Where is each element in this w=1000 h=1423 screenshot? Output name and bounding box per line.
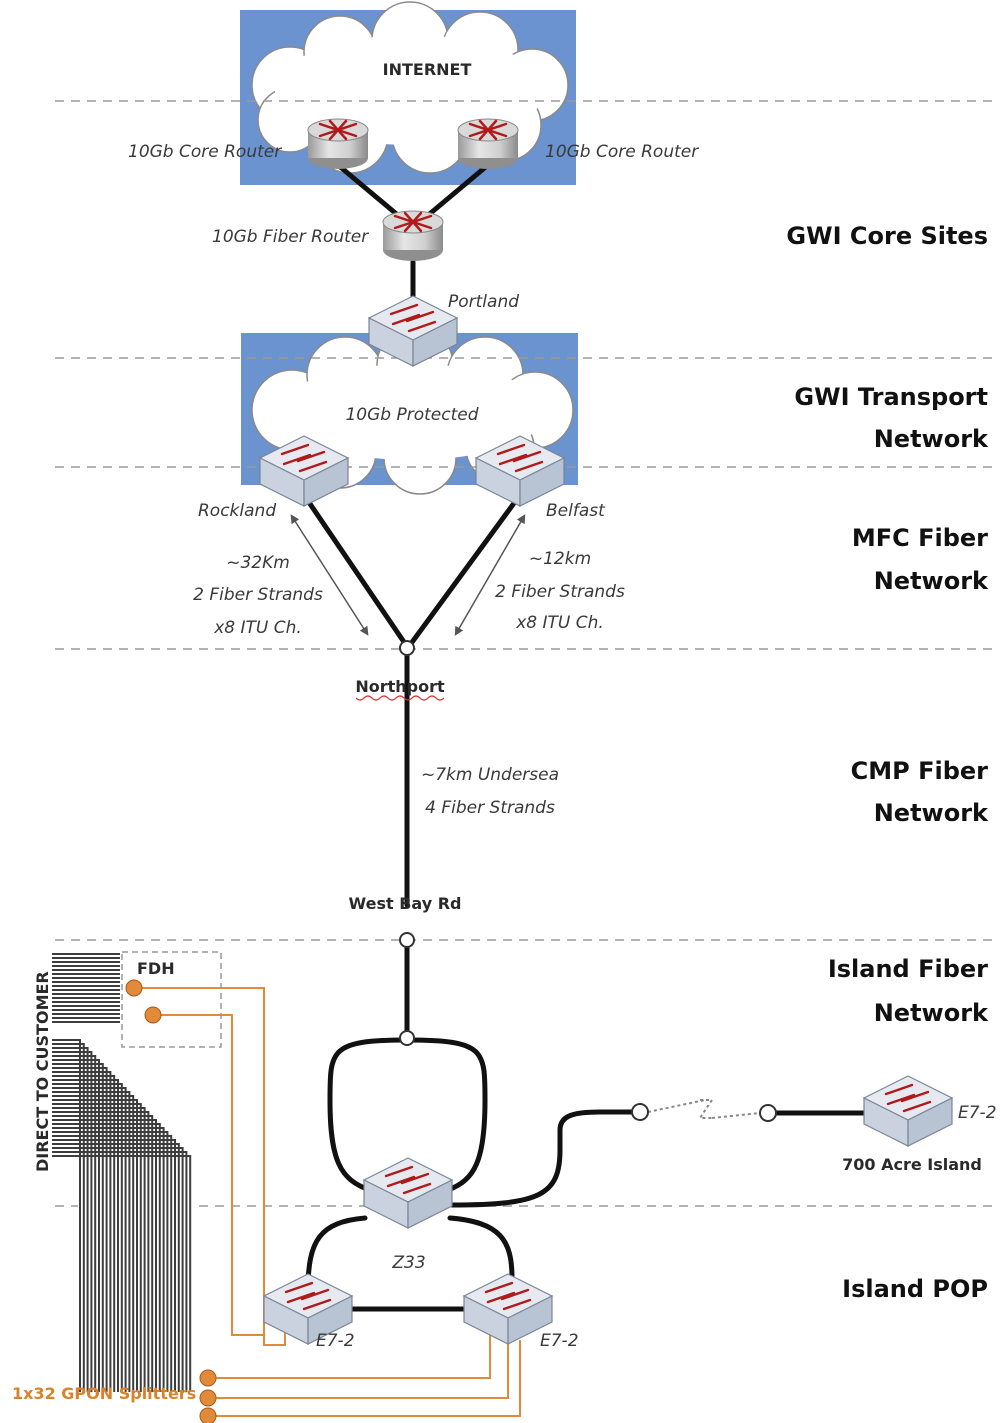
router-arrows-icon <box>318 119 358 141</box>
acre-island-label: 700 Acre Island <box>842 1155 982 1174</box>
switch-arrows-icon <box>484 1281 532 1311</box>
fiber-router-label: 10Gb Fiber Router <box>212 227 369 247</box>
section-core-sites: GWI Core Sites <box>786 222 988 250</box>
orange-connectors <box>125 979 217 1423</box>
router-arrows-icon <box>468 119 508 141</box>
switch-arrows-icon <box>884 1083 932 1113</box>
customer-fiber-bundle <box>52 952 196 1392</box>
protected-label: 10Gb Protected <box>345 405 478 425</box>
direct-to-customer-label: DIRECT TO CUSTOMER <box>33 971 52 1172</box>
core-router-left-icon <box>307 118 369 169</box>
switch-arrows-icon <box>284 1281 332 1311</box>
right-strands-label: 2 Fiber Strands <box>495 582 625 602</box>
fdh-box <box>121 951 222 1048</box>
island-e72-switch-icon <box>862 1075 954 1147</box>
rockland-label: Rockland <box>198 501 276 521</box>
switch-arrows-icon <box>496 443 544 473</box>
section-transport-line2: Network <box>874 425 989 453</box>
e72-right-switch-icon <box>462 1273 554 1345</box>
section-cmp-line1: CMP Fiber <box>851 757 989 785</box>
section-transport-line1: GWI Transport <box>794 383 988 411</box>
undersea-label: ~7km Undersea <box>421 765 559 785</box>
belfast-switch-icon <box>474 435 566 507</box>
fiber-router-icon <box>382 210 444 261</box>
distance-arrows <box>290 514 526 636</box>
west-bay-label: West Bay Rd <box>349 894 462 913</box>
right-distance-label: ~12km <box>529 549 591 569</box>
rockland-switch-icon <box>258 435 350 507</box>
e72-left-switch-icon <box>262 1273 354 1345</box>
junction-nodes <box>399 640 777 1122</box>
core-router-left-label: 10Gb Core Router <box>128 142 282 162</box>
switch-arrows-icon <box>384 1165 432 1195</box>
section-mfc-line1: MFC Fiber <box>852 524 988 552</box>
left-distance-label: ~32Km <box>226 553 290 573</box>
left-strands-label: 2 Fiber Strands <box>193 585 323 605</box>
gpon-label: 1x32 GPON Splitters <box>12 1384 196 1403</box>
section-island-fiber-line2: Network <box>874 999 989 1027</box>
core-router-right-label: 10Gb Core Router <box>545 142 699 162</box>
left-channels-label: x8 ITU Ch. <box>213 618 302 638</box>
switch-arrows-icon <box>280 443 328 473</box>
switch-arrows-icon <box>389 303 437 333</box>
e72-left-label: E7-2 <box>316 1331 355 1351</box>
right-channels-label: x8 ITU Ch. <box>515 613 604 633</box>
e72-island-label: E7-2 <box>958 1103 997 1123</box>
section-cmp-line2: Network <box>874 799 989 827</box>
core-router-right-icon <box>457 118 519 169</box>
z33-switch-icon <box>362 1157 454 1229</box>
router-arrows-icon <box>393 211 433 233</box>
portland-label: Portland <box>448 292 519 312</box>
e72-right-label: E7-2 <box>540 1331 579 1351</box>
fdh-label: FDH <box>137 959 175 978</box>
belfast-label: Belfast <box>546 501 606 521</box>
internet-label: INTERNET <box>383 60 472 79</box>
section-island-pop: Island POP <box>842 1275 988 1303</box>
section-mfc-line2: Network <box>874 567 989 595</box>
z33-label: Z33 <box>391 1253 425 1273</box>
undersea-strands-label: 4 Fiber Strands <box>425 798 555 818</box>
northport-label: Northport <box>355 677 445 696</box>
portland-switch-icon <box>367 295 459 367</box>
section-island-fiber-line1: Island Fiber <box>828 955 988 983</box>
northport-squiggle <box>355 695 445 701</box>
wireless-link <box>647 1099 761 1119</box>
